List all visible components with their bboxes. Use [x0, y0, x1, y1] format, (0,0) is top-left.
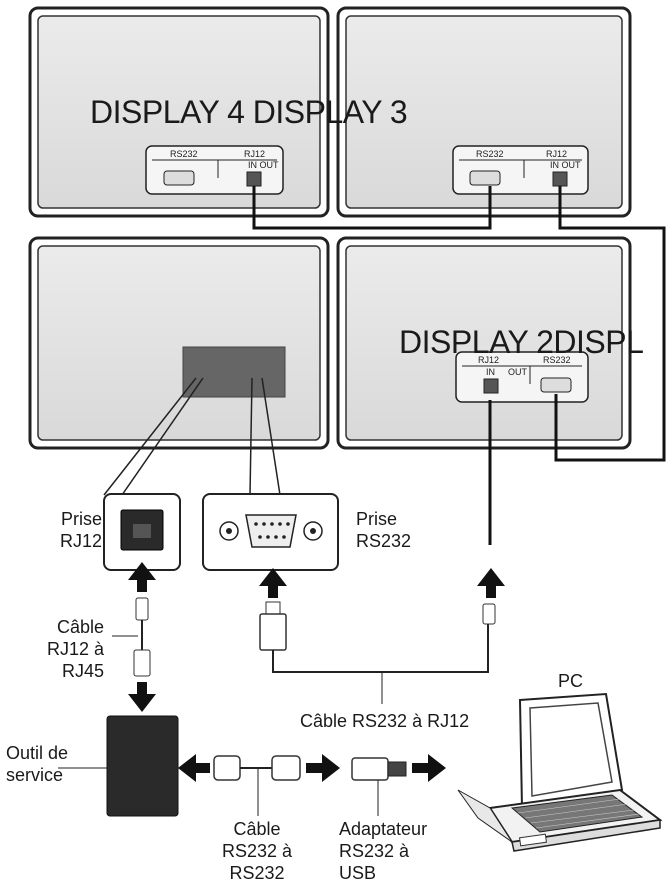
port-label-rs232: RS232 [476, 149, 504, 159]
daisy-chain-cables [252, 186, 666, 545]
adapter-label: Adaptateur RS232 à USB [339, 819, 428, 883]
rj12-socket-icon [483, 378, 499, 394]
service-tool-label: Outil de service [6, 743, 69, 785]
rj12-socket-box [103, 493, 181, 571]
connector-plate-display-4: RS232 RJ12 IN OUT [145, 145, 284, 195]
connector-plate-display-2: RJ12 RS232 IN OUT [455, 351, 589, 403]
display-1-label-partial: DISPL [553, 324, 644, 360]
usb-adapter [351, 757, 407, 816]
cable-rs232-rs232-label: Câble RS232 à RS232 [221, 819, 293, 883]
db9-socket-icon [540, 377, 572, 393]
arrow-up-icon [259, 568, 287, 598]
service-tool-device [106, 715, 179, 817]
cable-rs232-rs232 [213, 755, 301, 816]
port-label-rj12: RJ12 [244, 149, 265, 159]
display-panel-bottom-left [28, 236, 330, 450]
pc-label: PC [558, 671, 584, 691]
port-label-out: OUT [508, 367, 528, 377]
cable-rs232-rj12 [259, 601, 496, 704]
rs232-socket-box [202, 493, 339, 571]
port-label-rs232: RS232 [170, 149, 198, 159]
arrow-up-icon [128, 562, 156, 592]
port-label-rs232: RS232 [543, 355, 571, 365]
laptop-pc-icon [457, 692, 663, 852]
port-label-in-out: IN OUT [550, 160, 581, 170]
db9-socket-icon [469, 170, 501, 186]
display-1-connector-block [182, 346, 286, 398]
cable-rs232-rj12-label: Câble RS232 à RJ12 [300, 711, 470, 731]
display-3-label: DISPLAY 3 [252, 94, 408, 130]
arrow-down-icon [128, 682, 156, 712]
port-label-in: IN [486, 367, 495, 377]
port-label-in-out: IN OUT [248, 160, 279, 170]
cable-rj12-rj45 [112, 597, 151, 677]
arrow-right-icon [412, 754, 446, 782]
rj12-socket-icon [552, 171, 568, 187]
port-label-rj12: RJ12 [478, 355, 499, 365]
display-4-label: DISPLAY 4 DISPLAY 3 [90, 94, 408, 130]
display-2-label: DISPLAY 2DISPL [399, 324, 644, 360]
arrow-left-icon [178, 754, 210, 782]
rj12-socket-icon [246, 171, 262, 187]
arrow-right-icon [306, 754, 340, 782]
connector-plate-display-3: RS232 RJ12 IN OUT [452, 145, 589, 195]
port-label-rj12: RJ12 [546, 149, 567, 159]
prise-rs232-label: Prise RS232 [356, 509, 412, 551]
cable-rj12-rj45-label: Câble RJ12 à RJ45 [46, 617, 104, 681]
db9-socket-icon [163, 170, 195, 186]
arrow-up-icon [477, 568, 505, 598]
prise-rj12-label: Prise RJ12 [59, 509, 102, 551]
